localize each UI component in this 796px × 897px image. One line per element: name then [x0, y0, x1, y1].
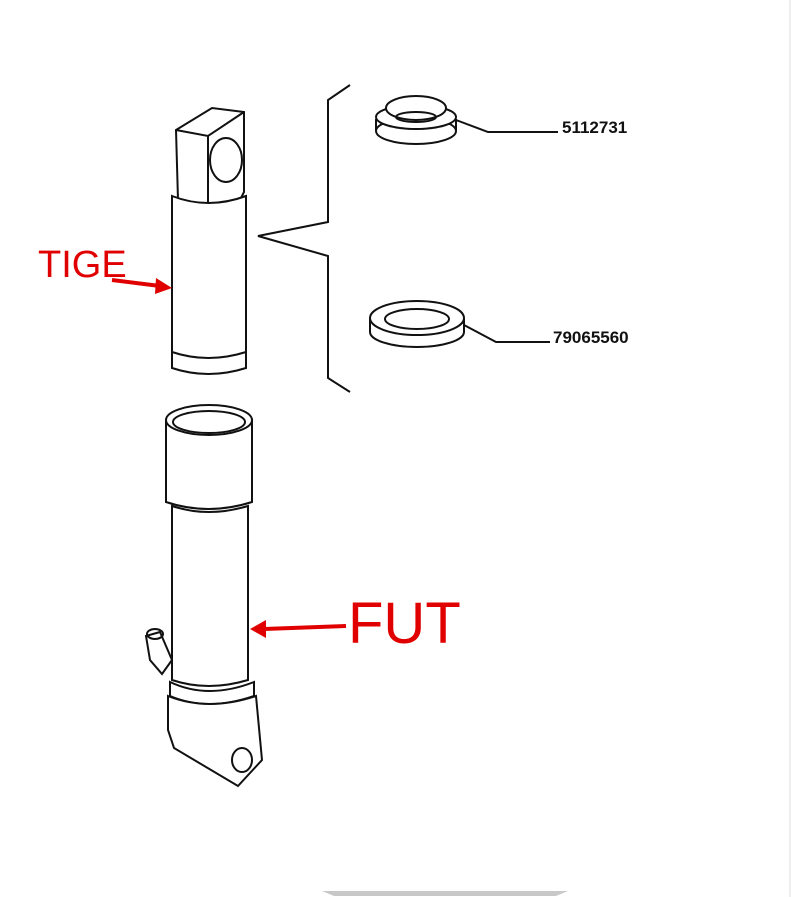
part-number: 5112731 [562, 118, 627, 137]
bracket [257, 84, 351, 393]
rod-part [171, 106, 247, 375]
rod-annotation: TIGE [38, 244, 172, 294]
bottom-shadow [322, 891, 568, 896]
ring-part-79065560: 79065560 [369, 300, 629, 348]
body-annotation: FUT [250, 591, 461, 656]
part-number: 79065560 [553, 328, 629, 347]
seal-part-5112731: 5112731 [375, 95, 627, 145]
rod-label: TIGE [38, 244, 127, 286]
body-label: FUT [348, 591, 461, 656]
body-part [144, 404, 264, 788]
